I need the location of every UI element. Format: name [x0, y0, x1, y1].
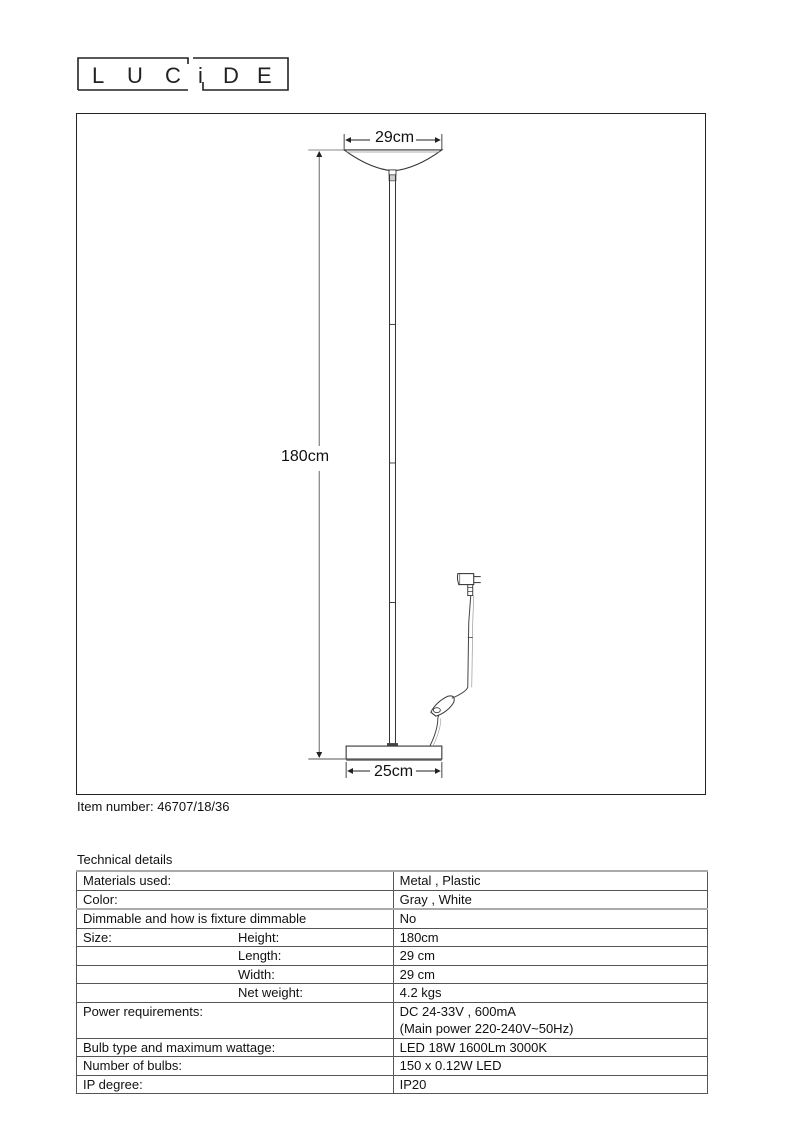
row-label: Size:: [83, 929, 112, 945]
table-row-size-height: Size: Height: 180cm: [76, 927, 709, 947]
table-row-size-width: Width: 29 cm: [76, 964, 709, 984]
row-sublabel: Height:: [238, 929, 280, 945]
item-number: Item number: 46707/18/36: [77, 799, 230, 814]
logo-letter-e: E: [257, 63, 272, 88]
row-value: DC 24-33V , 600mA: [399, 1003, 516, 1019]
logo-letter-d: D: [223, 63, 239, 88]
row-label: Bulb type and maximum wattage:: [76, 1037, 394, 1057]
row-sublabel: Length:: [238, 948, 282, 963]
row-value: 4.2 kgs: [392, 983, 709, 1003]
technical-drawing: 29cm 180cm 25cm: [76, 113, 706, 795]
row-label: IP degree:: [76, 1074, 394, 1094]
dimension-height: 180cm: [280, 448, 331, 465]
table-row-ip-degree: IP degree: IP20: [76, 1074, 709, 1094]
row-value-line2: (Main power 220-240V~50Hz): [399, 1021, 574, 1036]
table-row-number-of-bulbs: Number of bulbs: 150 x 0.12W LED: [76, 1056, 709, 1076]
row-value: 29 cm: [392, 964, 709, 984]
table-row-bulb-type: Bulb type and maximum wattage: LED 18W 1…: [76, 1037, 709, 1057]
row-label: Number of bulbs:: [76, 1056, 394, 1076]
table-row-size-net-weight: Net weight: 4.2 kgs: [76, 983, 709, 1003]
row-value: 29 cm: [392, 946, 709, 966]
logo-mark-icon: L U C i D E: [77, 57, 289, 91]
lucide-logo: L U C i D E: [77, 56, 289, 92]
floor-lamp-drawing-icon: [308, 134, 481, 778]
row-label: Dimmable and how is fixture dimmable: [76, 908, 394, 929]
dimension-top-width: 29cm: [374, 129, 416, 146]
row-value: 150 x 0.12W LED: [392, 1056, 709, 1076]
dimension-base-width: 25cm: [373, 763, 415, 780]
row-value: IP20: [392, 1074, 709, 1094]
table-row-dimmable: Dimmable and how is fixture dimmable No: [76, 908, 709, 929]
row-value: Gray , White: [392, 889, 709, 910]
row-value: 180cm: [392, 927, 709, 947]
table-row-size-length: Length: 29 cm: [76, 946, 709, 966]
table-row-color: Color: Gray , White: [76, 889, 709, 910]
table-row-materials: Materials used: Metal , Plastic: [76, 870, 709, 891]
technical-details-table: Materials used: Metal , Plastic Color: G…: [76, 870, 709, 1094]
row-value: No: [392, 908, 709, 929]
row-sublabel: Net weight:: [238, 985, 304, 1000]
row-value: LED 18W 1600Lm 3000K: [392, 1037, 709, 1057]
table-row-power: Power requirements: DC 24-33V , 600mA (M…: [76, 1001, 709, 1039]
row-label: Color:: [76, 889, 394, 910]
row-sublabel: Width:: [238, 966, 275, 982]
row-value: Metal , Plastic: [392, 870, 709, 891]
logo-letter-c: C: [165, 63, 181, 88]
logo-letter-u: U: [127, 63, 143, 88]
row-label: Materials used:: [76, 870, 394, 891]
technical-details-title: Technical details: [77, 852, 173, 867]
logo-letter-l: L: [92, 63, 104, 88]
row-label: Power requirements:: [76, 1001, 394, 1039]
logo-letter-i: i: [198, 63, 203, 88]
